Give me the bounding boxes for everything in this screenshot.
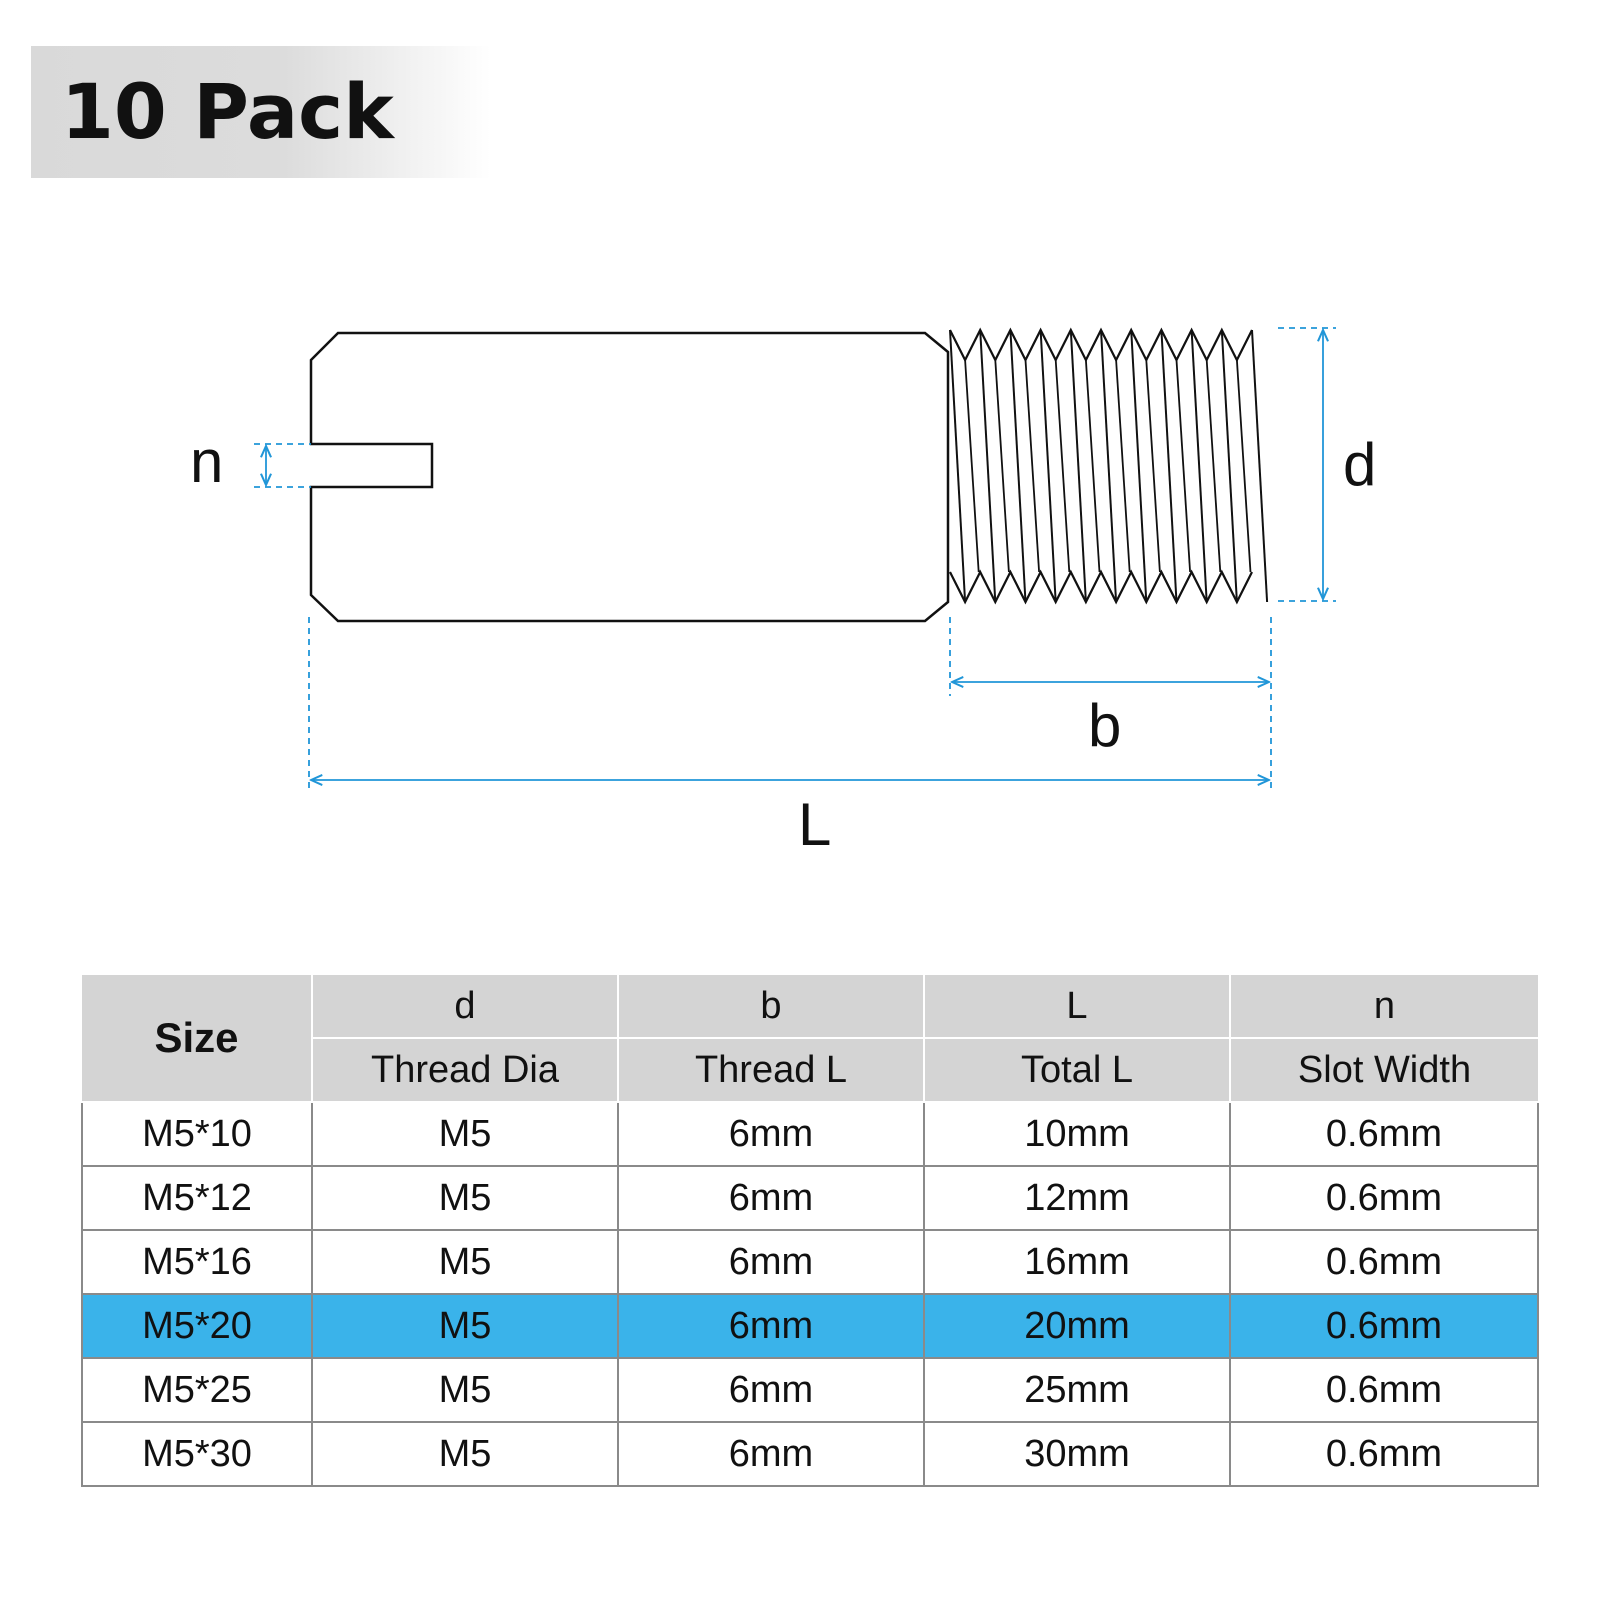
dimension-d-label: d (1343, 431, 1376, 498)
table-row: M5*12 M5 6mm 12mm 0.6mm (81, 1165, 1539, 1231)
table-cell: 0.6mm (1229, 1293, 1539, 1359)
thread-root-line (964, 359, 980, 573)
thread-root-line (1145, 359, 1161, 573)
table-cell: M5*20 (81, 1293, 313, 1359)
table-cell: M5*16 (81, 1229, 313, 1295)
table-row: M5*25 M5 6mm 25mm 0.6mm (81, 1357, 1539, 1423)
table-cell: 6mm (617, 1165, 925, 1231)
column-name-slot-width: Slot Width (1229, 1037, 1538, 1103)
table-cell: 0.6mm (1229, 1421, 1539, 1487)
thread-flank-line (1190, 329, 1208, 603)
thread-flank-line (1009, 329, 1027, 603)
table-cell: 0.6mm (1229, 1101, 1539, 1167)
pack-banner: 10 Pack (31, 46, 491, 178)
size-column-header: Size (82, 975, 313, 1103)
table-cell: 6mm (617, 1357, 925, 1423)
table-cell: M5 (311, 1357, 619, 1423)
table-cell: M5 (311, 1165, 619, 1231)
thread-flank-line (1130, 329, 1148, 603)
table-cell: M5 (311, 1421, 619, 1487)
thread-flank-line (1220, 329, 1238, 603)
table-row-highlighted: M5*20 M5 6mm 20mm 0.6mm (81, 1293, 1539, 1359)
thread-flank-lines (949, 329, 1269, 603)
column-symbol-d: d (311, 975, 619, 1039)
screw-body-outline (309, 331, 950, 623)
thread-root-line (1085, 359, 1101, 573)
table-cell: M5*12 (81, 1165, 313, 1231)
table-cell: 6mm (617, 1101, 925, 1167)
thread-flank-line (1160, 329, 1178, 603)
screw-diagram: n d b L (190, 327, 1376, 858)
dimension-n-label: n (190, 428, 223, 495)
thread-flank-line (1251, 329, 1269, 603)
table-cell: M5*25 (81, 1357, 313, 1423)
thread-root-line (1115, 359, 1131, 573)
thread-bottom-profile (949, 569, 1253, 605)
dimension-L-label: L (798, 791, 831, 858)
table-cell: 30mm (923, 1421, 1231, 1487)
column-symbol-L: L (923, 975, 1231, 1039)
thread-flank-line (1100, 329, 1118, 603)
table-cell: M5 (311, 1293, 619, 1359)
dimension-b: b (949, 617, 1272, 790)
column-name-thread-l: Thread L (617, 1037, 925, 1103)
thread-flank-line (949, 329, 967, 603)
table-cell: 25mm (923, 1357, 1231, 1423)
table-cell: 10mm (923, 1101, 1231, 1167)
spec-table: Size d b L n Thread Dia Thread L Total L… (81, 975, 1539, 1487)
dimension-d: d (1278, 327, 1376, 602)
table-row: M5*10 M5 6mm 10mm 0.6mm (81, 1101, 1539, 1167)
column-symbol-n: n (1229, 975, 1538, 1039)
thread-flank-line (979, 329, 997, 603)
table-cell: 12mm (923, 1165, 1231, 1231)
table-cell: M5 (311, 1101, 619, 1167)
table-cell: M5*30 (81, 1421, 313, 1487)
table-cell: 0.6mm (1229, 1165, 1539, 1231)
table-row: M5*16 M5 6mm 16mm 0.6mm (81, 1229, 1539, 1295)
column-symbol-b: b (617, 975, 925, 1039)
dimension-n: n (190, 428, 311, 495)
table-cell: M5 (311, 1229, 619, 1295)
thread-root-line (1024, 359, 1040, 573)
thread-root-line (1205, 359, 1222, 573)
table-cell: 6mm (617, 1421, 925, 1487)
pack-title: 10 Pack (61, 67, 394, 156)
thread-flank-line (1039, 329, 1057, 603)
table-cell: 0.6mm (1229, 1229, 1539, 1295)
table-cell: 6mm (617, 1229, 925, 1295)
thread-root-line (1175, 359, 1191, 573)
thread-root-line (1236, 359, 1252, 573)
table-cell: 0.6mm (1229, 1357, 1539, 1423)
column-name-total-l: Total L (923, 1037, 1231, 1103)
dimension-L: L (308, 617, 1269, 858)
table-cell: 20mm (923, 1293, 1231, 1359)
column-name-thread-dia: Thread Dia (312, 1037, 619, 1103)
table-cell: M5*10 (81, 1101, 313, 1167)
table-cell: 6mm (617, 1293, 925, 1359)
table-cell: 16mm (923, 1229, 1231, 1295)
thread-flank-line (1069, 329, 1087, 603)
table-row: M5*30 M5 6mm 30mm 0.6mm (81, 1421, 1539, 1487)
thread-root-line (1054, 359, 1071, 573)
thread-root-line (994, 359, 1010, 573)
dimension-b-label: b (1088, 692, 1121, 759)
